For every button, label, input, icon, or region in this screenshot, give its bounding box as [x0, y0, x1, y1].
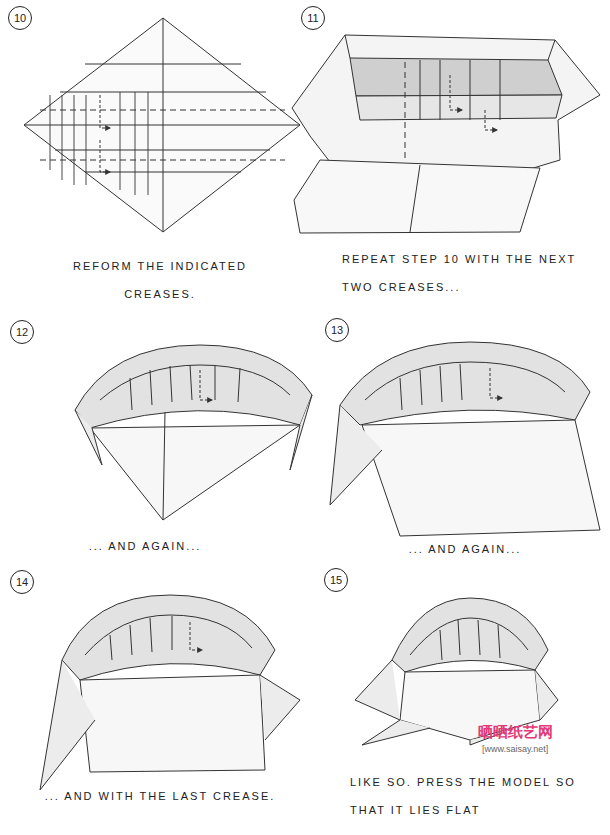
step-caption: REPEAT STEP 10 WITH THE NEXT TWO CREASES… [342, 245, 604, 301]
step-number: 12 [16, 326, 28, 338]
step-number-circle: 12 [10, 320, 34, 344]
step-caption: LIKE SO. PRESS THE MODEL SO THAT IT LIES… [350, 768, 605, 824]
step-number: 10 [14, 12, 26, 24]
watermark: [www.saisay.net] [482, 742, 592, 756]
step-number-circle: 11 [301, 6, 325, 30]
step-number: 13 [331, 324, 343, 336]
watermark: 晒晒纸艺网 [478, 722, 588, 742]
step-number-circle: 14 [10, 570, 34, 594]
step-caption: ... AND AGAIN... [345, 535, 585, 563]
step-caption: ... AND AGAIN... [30, 532, 260, 560]
step-number: 15 [330, 574, 342, 586]
step-number-circle: 10 [8, 6, 32, 30]
step-caption: ... AND WITH THE LAST CREASE. [40, 782, 280, 810]
step-caption: REFORM THE INDICATED CREASES. [40, 252, 280, 308]
step-number: 11 [307, 12, 318, 24]
step-number: 14 [16, 576, 28, 588]
step-number-circle: 15 [324, 568, 348, 592]
step-number-circle: 13 [325, 318, 349, 342]
